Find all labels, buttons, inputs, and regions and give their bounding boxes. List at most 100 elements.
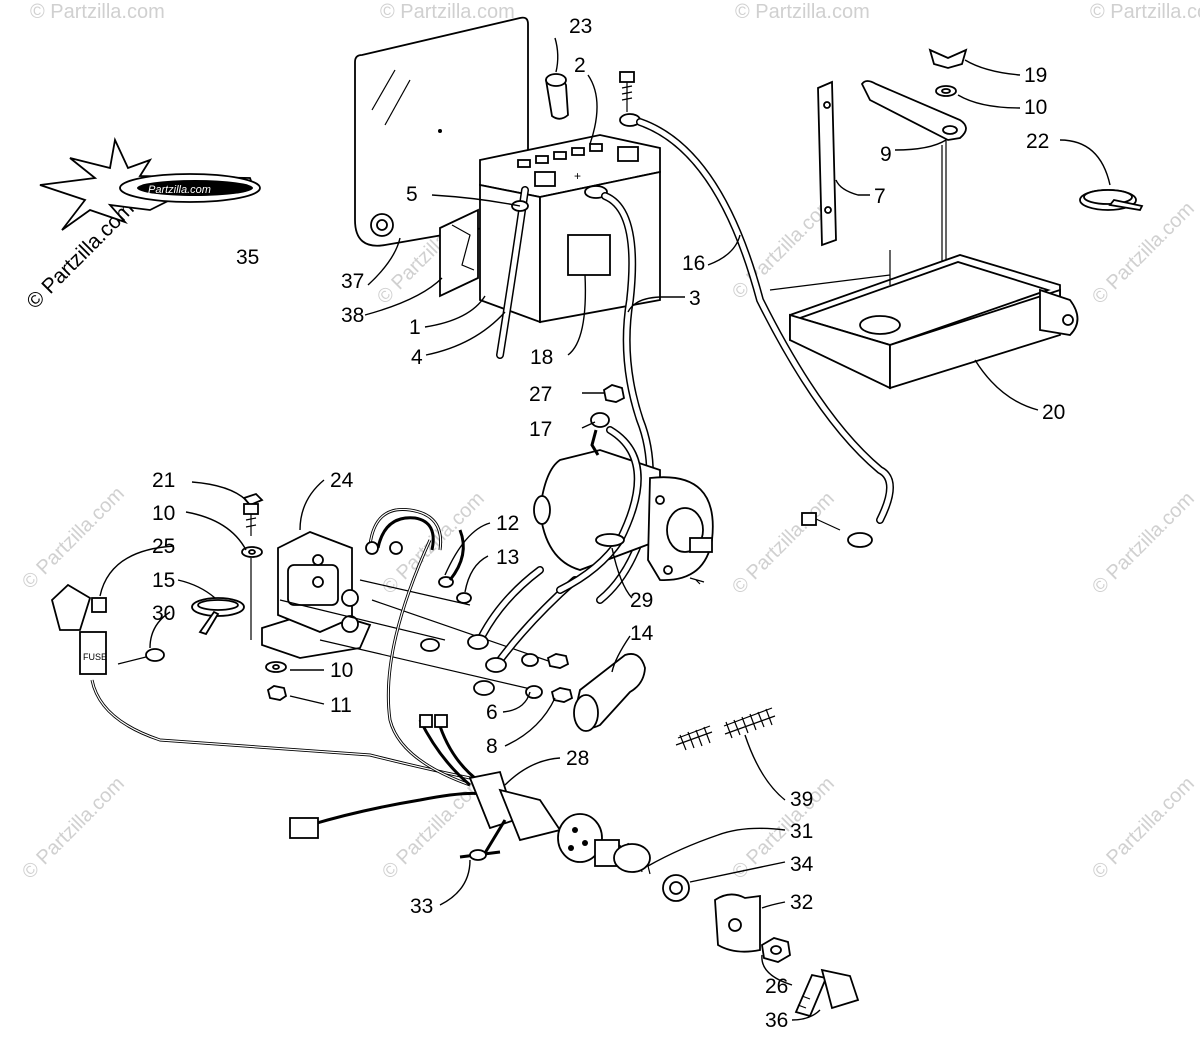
callout-26: 26	[765, 975, 788, 998]
logo-text: Partzilla.com	[148, 184, 211, 196]
callout-19: 19	[1024, 64, 1047, 87]
callout-17: 17	[529, 418, 552, 441]
bolt-top-6mm	[619, 71, 635, 112]
callout-9: 9	[880, 143, 892, 166]
boot-14	[573, 653, 646, 732]
bolt-21	[242, 492, 264, 536]
watermark-text: © Partzilla.com	[1088, 198, 1199, 309]
callout-21: 21	[152, 469, 175, 492]
watermark-text: © Partzilla.com	[1090, 1, 1200, 23]
watermark-text: © Partzilla.com	[378, 773, 489, 884]
callout-10: 10	[1024, 96, 1047, 119]
battery-tray-20	[769, 250, 1079, 390]
callout-27: 27	[529, 383, 552, 406]
battery-1: +	[479, 134, 661, 324]
diode-33	[459, 819, 507, 861]
washer-10-top	[935, 85, 957, 97]
callout-24: 24	[330, 469, 354, 492]
callout-18: 18	[530, 346, 553, 369]
callout-4: 4	[411, 346, 423, 369]
callout-25: 25	[152, 535, 175, 558]
callout-32: 32	[790, 891, 813, 914]
plus-symbol: +	[574, 169, 581, 183]
watermark-text: © Partzilla.com	[735, 1, 870, 23]
callout-15: 15	[152, 569, 175, 592]
callout-22: 22	[1026, 130, 1049, 153]
watermarks: © Partzilla.com © Partzilla.com © Partzi…	[18, 1, 1200, 884]
starter-motor	[533, 449, 714, 585]
callout-38: 38	[341, 304, 364, 327]
solenoid-cables	[420, 566, 579, 696]
callout-2: 2	[574, 54, 586, 77]
callout-29: 29	[630, 589, 653, 612]
watermark-text: © Partzilla.com	[1088, 773, 1199, 884]
ring-terminals-13	[438, 529, 472, 604]
key-36	[794, 968, 860, 1018]
callout-13: 13	[496, 546, 519, 569]
watermark-text: © Partzilla.com	[728, 488, 839, 599]
watermark-text: © Partzilla.com	[1088, 488, 1199, 599]
nut-26	[761, 937, 791, 963]
washer-10-mid	[241, 546, 263, 558]
solenoid-24	[261, 531, 372, 659]
watermark-text: © Partzilla.com	[18, 483, 129, 594]
callout-28: 28	[566, 747, 589, 770]
callout-31: 31	[790, 820, 813, 843]
callout-10: 10	[330, 659, 353, 682]
callout-33: 33	[410, 895, 433, 918]
callout-5: 5	[406, 183, 418, 206]
callout-8: 8	[486, 735, 498, 758]
spring-31	[613, 842, 651, 875]
strap-9	[860, 80, 967, 141]
callout-7: 7	[874, 185, 886, 208]
wire-lead-12	[365, 507, 443, 555]
washer-10-low	[265, 661, 287, 673]
callout-3: 3	[689, 287, 701, 310]
starter-cables-29	[556, 426, 642, 594]
callout-37: 37	[341, 270, 364, 293]
leader-lines	[99, 37, 1111, 1021]
decal-logo-35: Partzilla.com	[39, 137, 261, 231]
fuse-holder-25: FUSE	[50, 583, 107, 675]
callout-20: 20	[1042, 401, 1065, 424]
watermark-text: © Partzilla.com	[18, 773, 129, 884]
cable-3	[584, 185, 654, 604]
pad-38	[439, 208, 479, 298]
callout-1: 1	[409, 316, 421, 339]
callout-30: 30	[152, 602, 175, 625]
callout-16: 16	[682, 252, 705, 275]
cable-16	[619, 113, 894, 548]
callout-labels: 23 2 5 37 38 1 4 18 3 16 7 9 19 10 22 20…	[152, 15, 1065, 1032]
harness-28	[90, 539, 562, 842]
watermark-text: © Partzilla.com	[728, 773, 839, 884]
bracket-7	[817, 80, 837, 247]
callout-12: 12	[496, 512, 519, 535]
decal-32	[714, 893, 761, 953]
terminal-boot-23	[545, 73, 569, 120]
callout-6: 6	[486, 701, 498, 724]
callout-14: 14	[630, 622, 654, 645]
callout-36: 36	[765, 1009, 788, 1032]
nut-11	[266, 685, 288, 701]
callout-10: 10	[152, 502, 175, 525]
fuse-text: FUSE	[83, 652, 107, 662]
screw-30	[117, 648, 165, 665]
callout-35: 35	[236, 246, 259, 269]
cable-tie-22	[1079, 189, 1144, 211]
cable-tie-15	[191, 597, 245, 636]
ignition-switch	[557, 813, 620, 867]
watermark-text: © Partzilla.com	[30, 1, 165, 23]
battery-caps	[517, 143, 603, 168]
callout-39: 39	[790, 788, 813, 811]
callout-23: 23	[569, 15, 592, 38]
washer-34	[662, 874, 690, 902]
nut-27	[602, 384, 626, 403]
ground-bolt	[801, 512, 841, 531]
callout-34: 34	[790, 853, 814, 876]
callout-11: 11	[330, 694, 352, 717]
ring-terminal-17	[590, 412, 610, 456]
spring-39	[675, 707, 776, 751]
wing-nut-19	[928, 48, 968, 69]
watermark-text: © Partzilla.com	[380, 1, 515, 23]
